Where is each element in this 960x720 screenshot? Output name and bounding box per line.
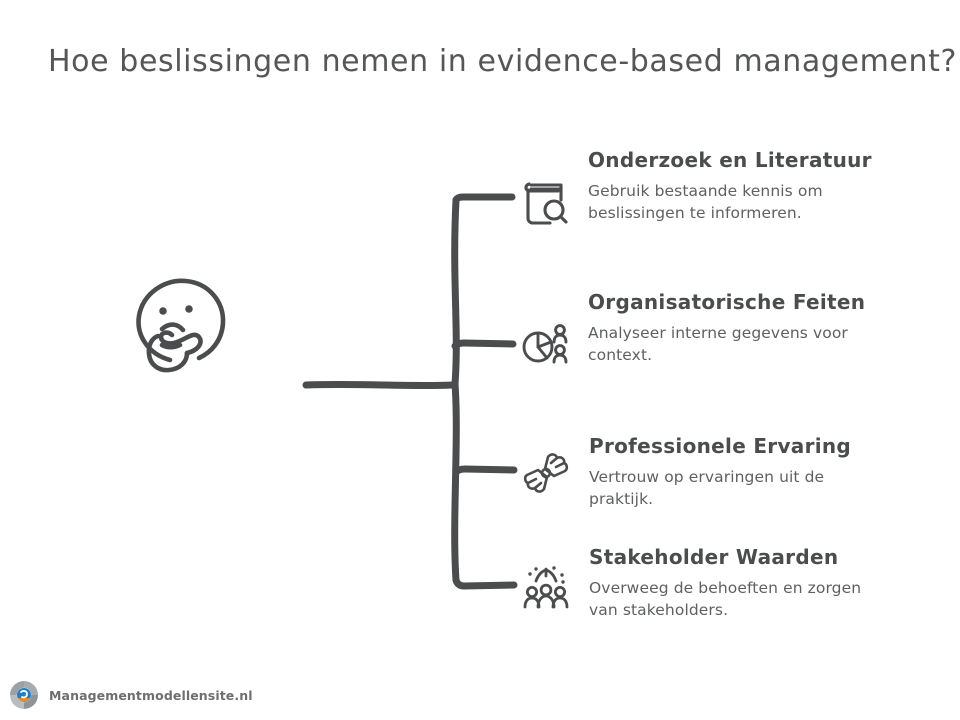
branch-title: Organisatorische Feiten	[588, 290, 866, 314]
branch-description: Overweeg de behoeften en zorgen van stak…	[589, 579, 862, 619]
branch-line-2	[451, 339, 517, 350]
branch-text-block: Onderzoek en Literatuur Gebruik bestaand…	[588, 146, 888, 224]
thinking-face-icon	[136, 278, 226, 373]
spine-line	[451, 196, 460, 584]
circular-donut-logo	[10, 681, 38, 709]
branch-text-block: Organisatorische Feiten Analyseer intern…	[588, 288, 888, 366]
branch-text-block: Stakeholder Waarden Overweeg de behoefte…	[589, 543, 889, 621]
pie-chart-people-icon	[522, 324, 568, 364]
branch-line-3	[452, 465, 518, 476]
branch-line-1	[452, 193, 516, 204]
branch-text-block: Professionele Ervaring Vertrouw op ervar…	[589, 432, 889, 510]
branch-title: Stakeholder Waarden	[589, 545, 839, 569]
branch-line-4	[452, 576, 518, 590]
stakeholder-group-icon	[523, 566, 569, 609]
page-title: Hoe beslissingen nemen in evidence-based…	[48, 44, 957, 79]
branch-description: Vertrouw op ervaringen uit de praktijk.	[589, 468, 825, 508]
branch-description: Analyseer interne gegevens voor context.	[588, 324, 848, 364]
book-search-icon	[524, 182, 568, 225]
handshake-icon	[523, 453, 569, 493]
trunk-line	[302, 380, 456, 390]
footer-label: Managementmodellensite.nl	[49, 687, 253, 703]
branch-title: Onderzoek en Literatuur	[588, 148, 872, 172]
branch-description: Gebruik bestaande kennis om beslissingen…	[588, 182, 823, 222]
footer-branding[interactable]: Managementmodellensite.nl	[8, 679, 253, 711]
branch-title: Professionele Ervaring	[589, 434, 852, 458]
